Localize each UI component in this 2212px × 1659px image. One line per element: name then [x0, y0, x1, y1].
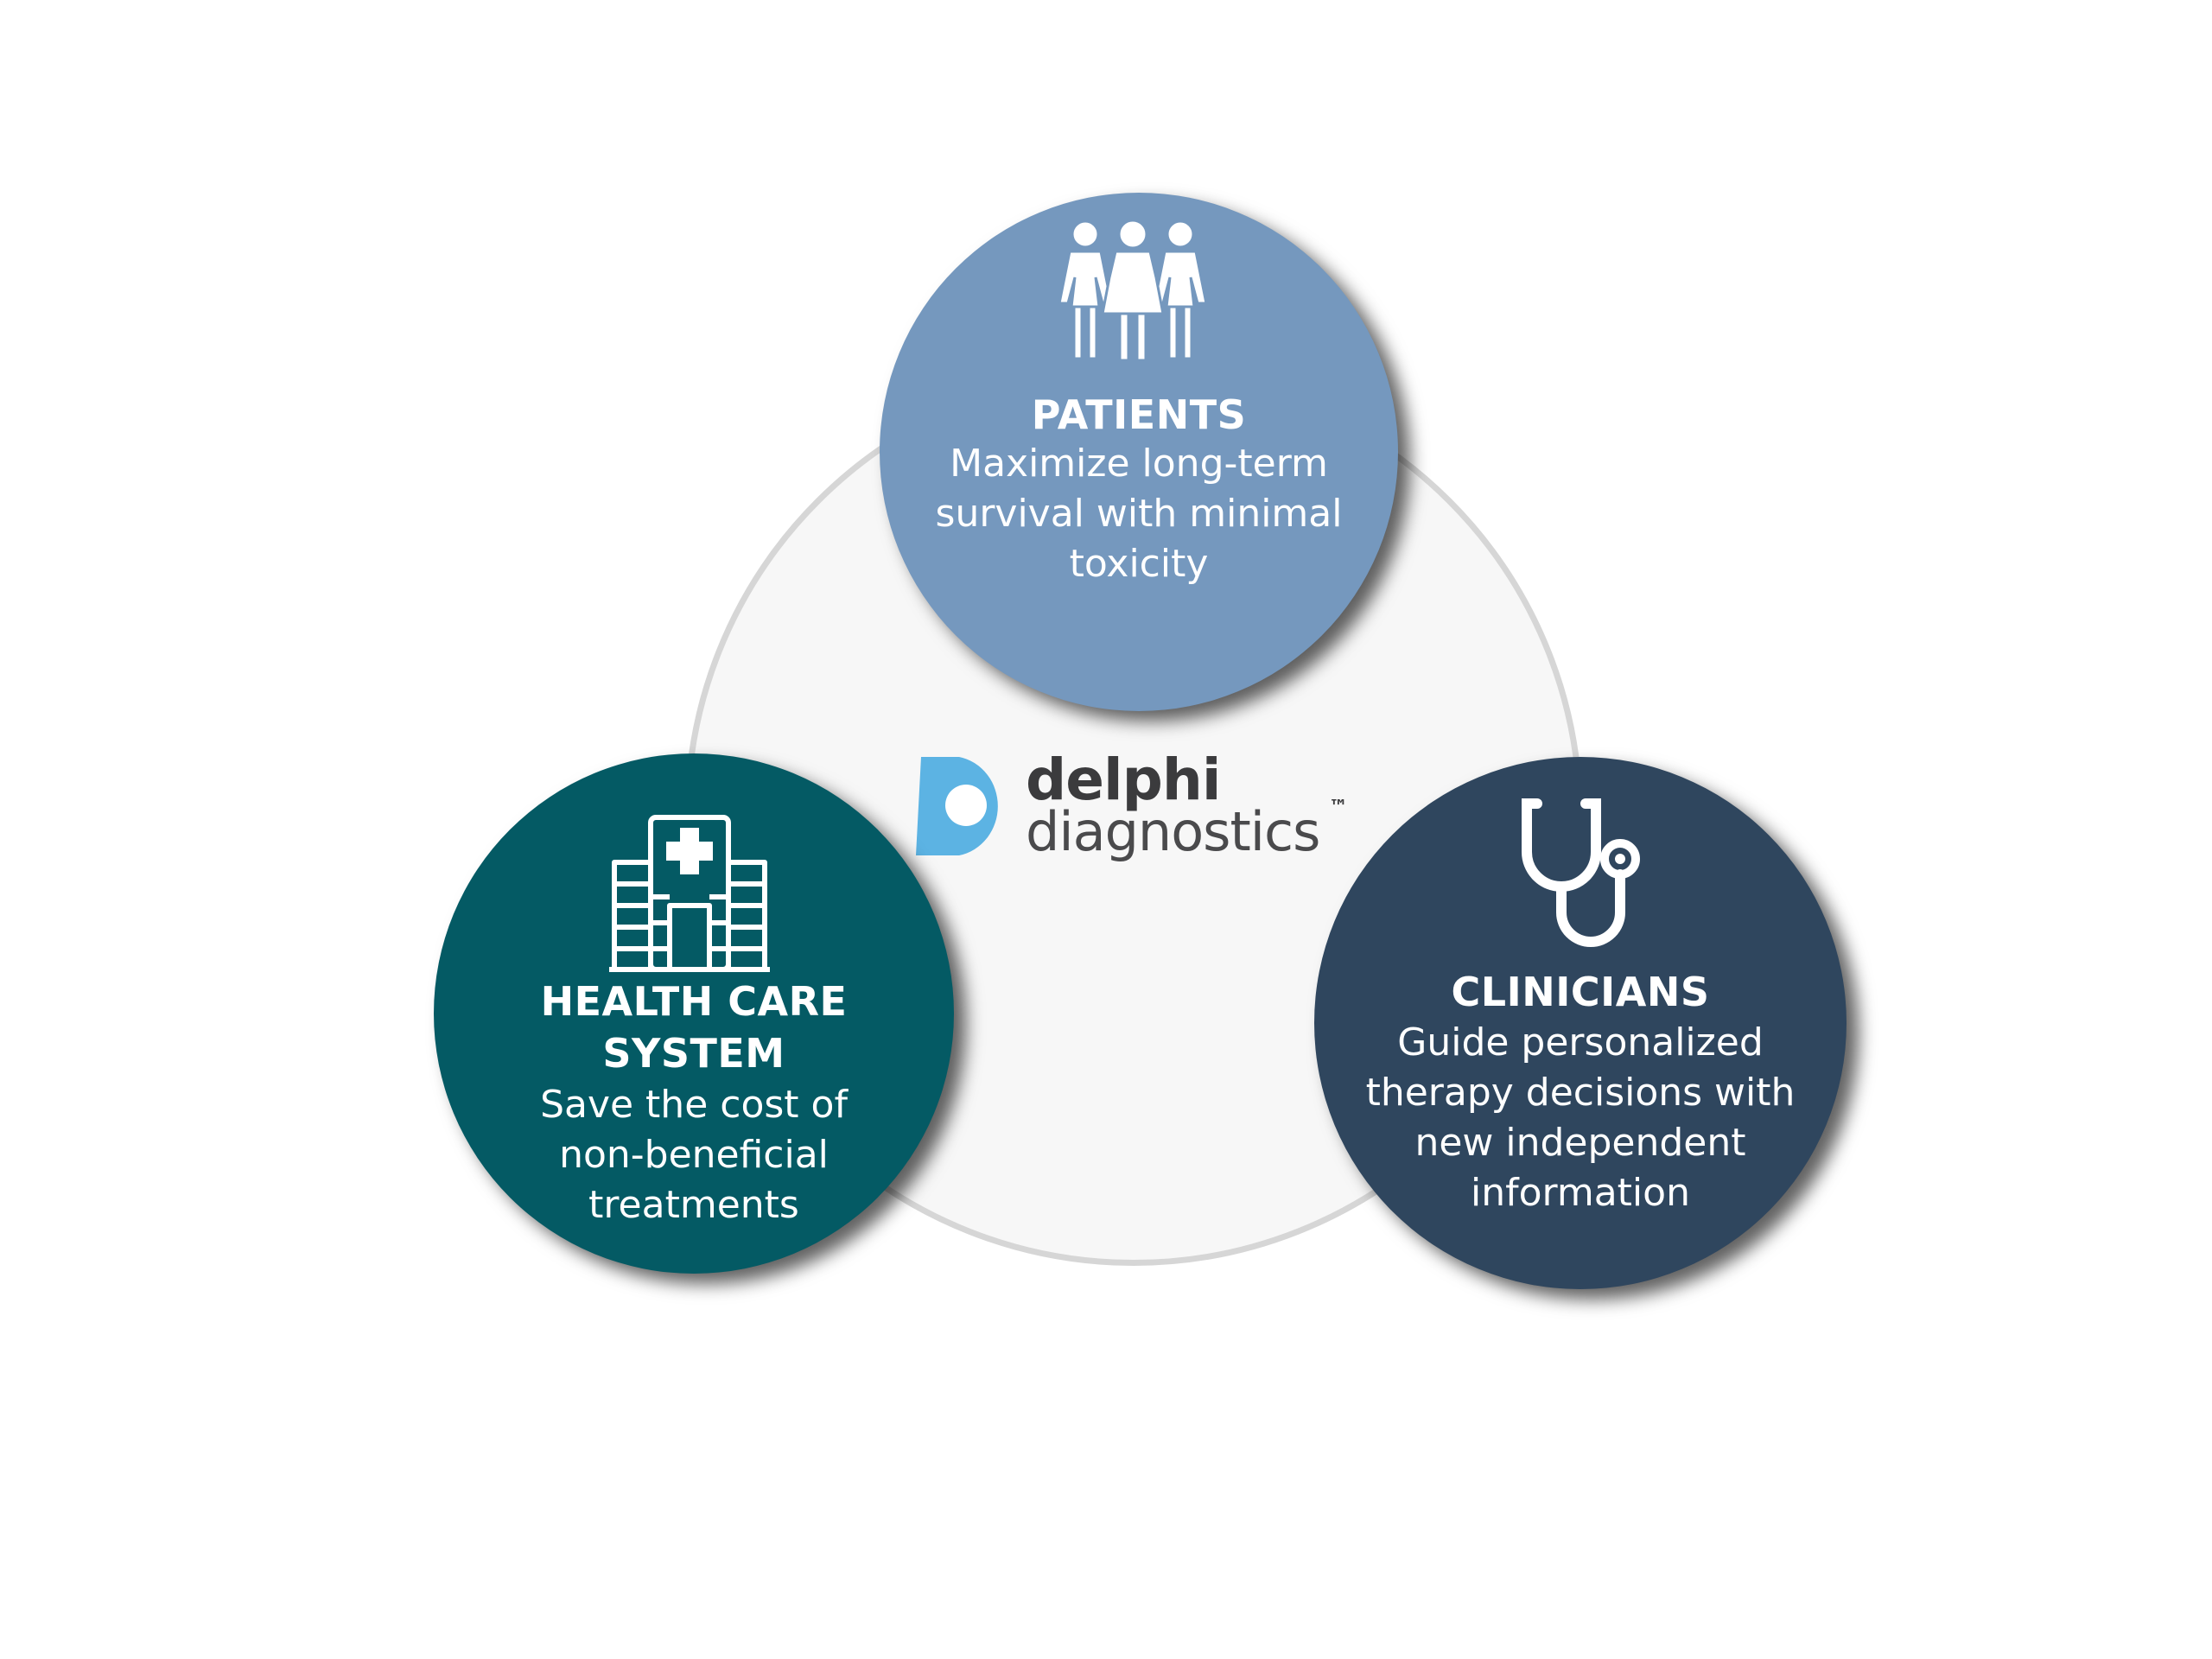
health-care-system-description: Save the cost of non-beneficial treatmen… — [540, 1083, 848, 1227]
logo-name-line1: delphi — [1026, 747, 1221, 813]
health-care-system-title: HEALTH CARE SYSTEM — [540, 978, 848, 1077]
logo-mark-icon — [916, 757, 998, 855]
patients-description: Maximize long-term survival with minimal… — [935, 442, 1343, 586]
logo-trademark: ™ — [1329, 797, 1348, 818]
clinicians-title: CLINICIANS — [1451, 969, 1710, 1015]
patients-circle: PATIENTS Maximize long-term survival wit… — [880, 193, 1398, 711]
health-care-system-circle: HEALTH CARE SYSTEM Save the cost of non-… — [434, 753, 954, 1274]
hospital-building-icon — [609, 815, 770, 972]
delphi-diagnostics-logo: delphi diagnostics ™ — [916, 747, 1365, 881]
clinicians-description: Guide personalized therapy decisions wit… — [1365, 1020, 1796, 1215]
logo-name-line2: diagnostics — [1026, 800, 1320, 863]
patients-title: PATIENTS — [1031, 391, 1247, 438]
clinicians-circle: CLINICIANS Guide personalized therapy de… — [1314, 757, 1847, 1289]
stethoscope-icon — [1522, 798, 1640, 947]
three-people-icon — [1058, 219, 1208, 362]
